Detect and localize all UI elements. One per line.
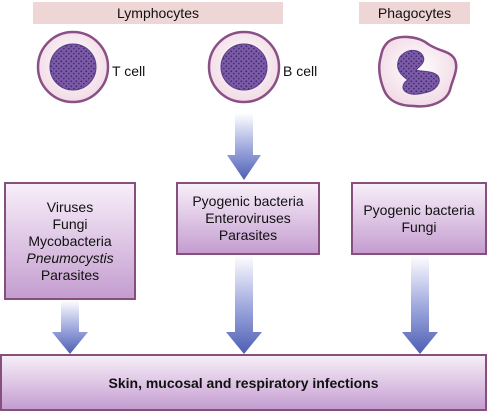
t-cell-icon — [36, 30, 110, 104]
t-cell-pathogens-box: Viruses Fungi Mycobacteria Pneumocystis … — [4, 182, 136, 300]
b-cell-label: B cell — [283, 63, 318, 79]
b-cell-icon — [207, 30, 281, 104]
phagocyte-icon — [377, 35, 458, 108]
arrow-pbox-to-outcome — [402, 255, 438, 354]
b-cell-pathogen: Enteroviruses — [205, 210, 291, 226]
b-cell-pathogen: Parasites — [218, 227, 278, 243]
arrow-tbox-to-outcome — [52, 300, 88, 354]
phagocytes-header: Phagocytes — [359, 2, 470, 24]
b-cell-pathogen: Pyogenic bacteria — [192, 193, 304, 209]
phagocyte-pathogens-box: Pyogenic bacteria Fungi — [351, 182, 487, 255]
t-cell-pathogen: Mycobacteria — [28, 232, 112, 249]
t-cell-pathogen: Parasites — [40, 266, 100, 283]
infections-outcome-box: Skin, mucosal and respiratory infections — [0, 354, 487, 411]
arrow-bcell-to-box — [227, 113, 261, 180]
lymphocytes-header: Lymphocytes — [33, 2, 283, 24]
t-cell-pathogen: Fungi — [52, 215, 88, 232]
t-cell-label: T cell — [112, 63, 146, 79]
phagocyte-pathogen: Pyogenic bacteria — [363, 201, 475, 218]
b-cell-pathogens-box: Pyogenic bacteria Enteroviruses Parasite… — [176, 182, 320, 255]
phagocyte-pathogen: Fungi — [401, 218, 437, 235]
arrow-bbox-to-outcome — [226, 255, 262, 354]
t-cell-pathogen: Pneumocystis — [26, 249, 114, 266]
infections-outcome-label: Skin, mucosal and respiratory infections — [108, 374, 379, 391]
t-cell-pathogen: Viruses — [46, 198, 94, 215]
